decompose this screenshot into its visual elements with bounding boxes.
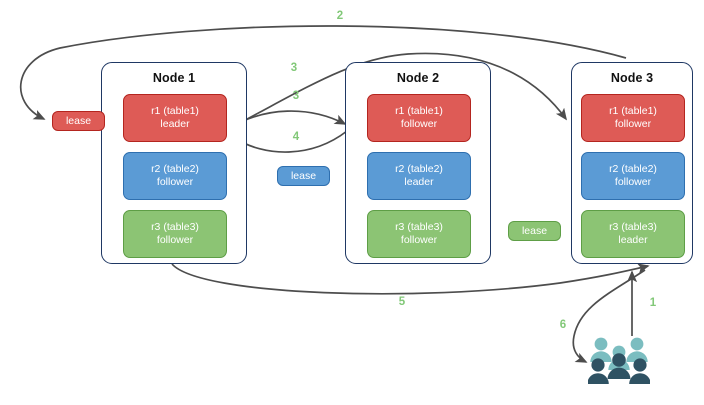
- replica-role: leader: [404, 176, 434, 188]
- lease-badge-blue[interactable]: lease: [277, 166, 330, 186]
- replica-r3-node1[interactable]: r3 (table3) follower: [123, 210, 227, 258]
- replica-name: r2 (table2): [151, 163, 199, 175]
- replica-name: r2 (table2): [395, 163, 443, 175]
- node-title: Node 1: [152, 71, 196, 85]
- step-label-3-long: 3: [290, 62, 298, 74]
- lease-label: lease: [65, 115, 92, 127]
- node-title: Node 3: [610, 71, 654, 85]
- replica-r2-node2[interactable]: r2 (table2) leader: [367, 152, 471, 200]
- node-box-1[interactable]: Node 1 r1 (table1) leader r2 (table2) fo…: [101, 62, 247, 264]
- replica-r1-node1[interactable]: r1 (table1) leader: [123, 94, 227, 142]
- lease-badge-green[interactable]: lease: [508, 221, 561, 241]
- replica-role: follower: [156, 176, 194, 188]
- step-label-1: 1: [649, 297, 657, 309]
- step-label-5: 5: [398, 296, 406, 308]
- lease-badge-red[interactable]: lease: [52, 111, 105, 131]
- replica-role: follower: [400, 234, 438, 246]
- replica-role: follower: [400, 118, 438, 130]
- step-label-6: 6: [559, 319, 567, 331]
- replica-role: follower: [614, 176, 652, 188]
- replica-name: r1 (table1): [609, 105, 657, 117]
- node-title: Node 2: [396, 71, 440, 85]
- replica-role: follower: [614, 118, 652, 130]
- replica-r1-node3[interactable]: r1 (table1) follower: [581, 94, 685, 142]
- replica-r3-node3[interactable]: r3 (table3) leader: [581, 210, 685, 258]
- lease-label: lease: [290, 170, 317, 182]
- users-group-icon: [588, 337, 650, 384]
- replica-r3-node2[interactable]: r3 (table3) follower: [367, 210, 471, 258]
- node-box-2[interactable]: Node 2 r1 (table1) follower r2 (table2) …: [345, 62, 491, 264]
- step-label-3-short: 3: [292, 90, 300, 102]
- replica-name: r3 (table3): [609, 221, 657, 233]
- replica-name: r1 (table1): [151, 105, 199, 117]
- replica-name: r3 (table3): [151, 221, 199, 233]
- step-label-2: 2: [336, 10, 344, 22]
- replica-role: leader: [618, 234, 648, 246]
- replica-role: leader: [160, 118, 190, 130]
- node-box-3[interactable]: Node 3 r1 (table1) follower r2 (table2) …: [571, 62, 693, 264]
- replica-r2-node1[interactable]: r2 (table2) follower: [123, 152, 227, 200]
- replica-r1-node2[interactable]: r1 (table1) follower: [367, 94, 471, 142]
- replica-name: r3 (table3): [395, 221, 443, 233]
- replica-role: follower: [156, 234, 194, 246]
- step-label-4: 4: [292, 131, 300, 143]
- replica-name: r2 (table2): [609, 163, 657, 175]
- replica-r2-node3[interactable]: r2 (table2) follower: [581, 152, 685, 200]
- arrow-step-5: [171, 263, 650, 295]
- lease-label: lease: [521, 225, 548, 237]
- replica-name: r1 (table1): [395, 105, 443, 117]
